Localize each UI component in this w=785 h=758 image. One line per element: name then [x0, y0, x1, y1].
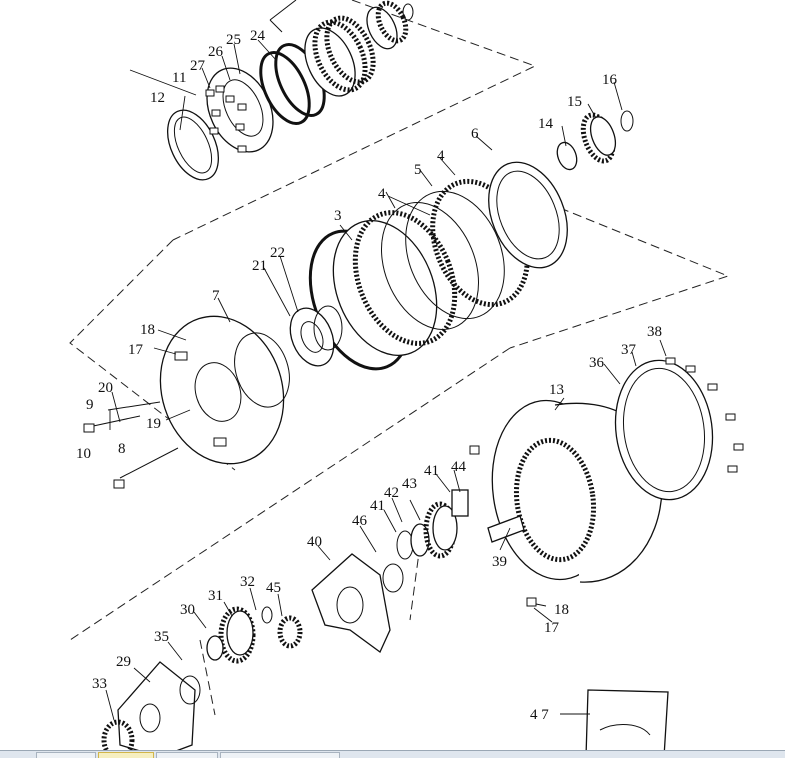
callout-24: 24 — [250, 28, 266, 44]
callout-26: 26 — [208, 44, 224, 60]
callout-16: 16 — [602, 72, 618, 88]
callout-20: 20 — [98, 380, 113, 396]
callout-3: 3 — [334, 208, 342, 224]
callout-25: 25 — [226, 32, 241, 48]
callout-36: 36 — [589, 355, 605, 371]
seal-kit-bag-47 — [585, 689, 669, 757]
taskbar-button[interactable] — [156, 752, 218, 758]
callout-45: 45 — [266, 580, 281, 596]
clutch-ring-stack — [289, 161, 568, 371]
callout-4-upper: 4 — [437, 148, 445, 164]
callout-41-upper: 41 — [424, 463, 439, 479]
callout-6: 6 — [471, 126, 479, 142]
top-friction-pack — [167, 0, 414, 181]
sun-gear-set — [396, 489, 469, 560]
lower-carrier-29 — [101, 661, 201, 757]
callout-37: 37 — [621, 342, 637, 358]
callout-17-right: 17 — [544, 620, 560, 636]
callout-47: 4 7 — [530, 707, 549, 723]
callout-31: 31 — [208, 588, 223, 604]
planet-carrier-40 — [206, 553, 404, 664]
callout-12: 12 — [150, 90, 165, 106]
callout-11: 11 — [172, 70, 186, 86]
callout-5: 5 — [414, 162, 422, 178]
callout-13: 13 — [549, 382, 564, 398]
callout-leaders — [105, 39, 667, 721]
callout-labels: 3 4 4 5 6 7 8 9 10 11 12 13 14 15 16 17 … — [76, 28, 662, 723]
callout-18-left: 18 — [140, 322, 155, 338]
callout-15: 15 — [567, 94, 582, 110]
callout-22: 22 — [270, 245, 285, 261]
callout-30: 30 — [180, 602, 195, 618]
callout-35: 35 — [154, 629, 169, 645]
callout-38: 38 — [647, 324, 662, 340]
callout-46: 46 — [352, 513, 368, 529]
callout-39: 39 — [492, 554, 507, 570]
callout-21: 21 — [252, 258, 267, 274]
taskbar-button[interactable] — [220, 752, 340, 758]
taskbar-button[interactable] — [36, 752, 96, 758]
callout-29: 29 — [116, 654, 131, 670]
callout-19: 19 — [146, 416, 161, 432]
callout-32: 32 — [240, 574, 255, 590]
housing-13 — [469, 357, 744, 607]
callout-10: 10 — [76, 446, 91, 462]
hub-flange-7 — [83, 315, 290, 489]
callout-41-lower: 41 — [370, 498, 385, 514]
taskbar-button-active[interactable] — [98, 752, 154, 758]
callout-18-right: 18 — [554, 602, 569, 618]
taskbar — [0, 750, 785, 758]
callout-40: 40 — [307, 534, 322, 550]
callout-17-left: 17 — [128, 342, 144, 358]
callout-27: 27 — [190, 58, 206, 74]
callout-42: 42 — [384, 485, 399, 501]
callout-9: 9 — [86, 397, 94, 413]
callout-44: 44 — [451, 459, 467, 475]
gear-14-15-16 — [556, 110, 634, 171]
callout-7: 7 — [212, 288, 220, 304]
callout-33: 33 — [92, 676, 107, 692]
callout-14: 14 — [538, 116, 554, 132]
callout-4-lower: 4 — [378, 186, 386, 202]
callout-43: 43 — [402, 476, 417, 492]
callout-8: 8 — [118, 441, 126, 457]
assembly-guide-lines — [69, 0, 730, 716]
